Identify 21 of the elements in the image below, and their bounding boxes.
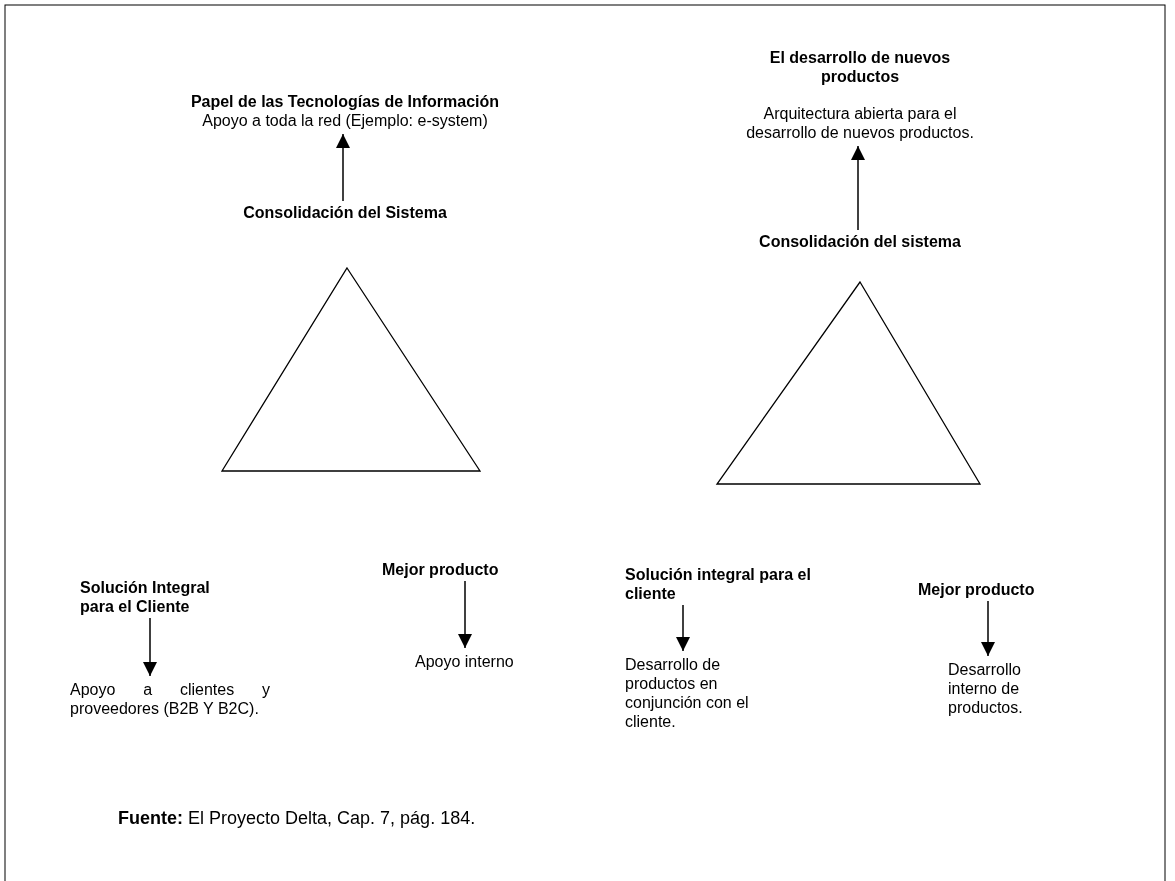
label-heading: Consolidación del sistema xyxy=(735,232,985,251)
label-heading: Solución Integral para el Cliente xyxy=(80,578,220,616)
arrow xyxy=(981,600,995,657)
label-heading: Solución integral para el cliente xyxy=(625,565,815,603)
label-text: Apoyo interno xyxy=(415,652,525,671)
arrow xyxy=(676,604,690,652)
source-caption: Fuente: El Proyecto Delta, Cap. 7, pág. 184. xyxy=(118,808,476,829)
label-text: Desarrollo de productos en conjunción con el cliente. xyxy=(625,655,765,731)
label-text: Apoyo a toda la red (Ejemplo: e-system) xyxy=(201,111,489,130)
label-heading: Mejor producto xyxy=(918,580,1068,599)
arrow xyxy=(458,580,472,649)
label-heading: Mejor producto xyxy=(382,560,552,579)
label-heading: El desarrollo de nuevos productos xyxy=(768,48,952,86)
label-text: Apoyo a clientes y proveedores (B2B Y B2C). xyxy=(70,680,270,718)
arrow xyxy=(851,145,865,231)
label-text: Arquitectura abierta para el desarrollo de nuevos productos. xyxy=(745,104,975,142)
arrow xyxy=(143,617,157,677)
label-heading: Consolidación del Sistema xyxy=(190,203,500,222)
label-text: Desarrollo interno de productos. xyxy=(948,660,1048,717)
arrow xyxy=(336,133,350,202)
label-heading: Papel de las Tecnologías de Información xyxy=(190,92,500,111)
